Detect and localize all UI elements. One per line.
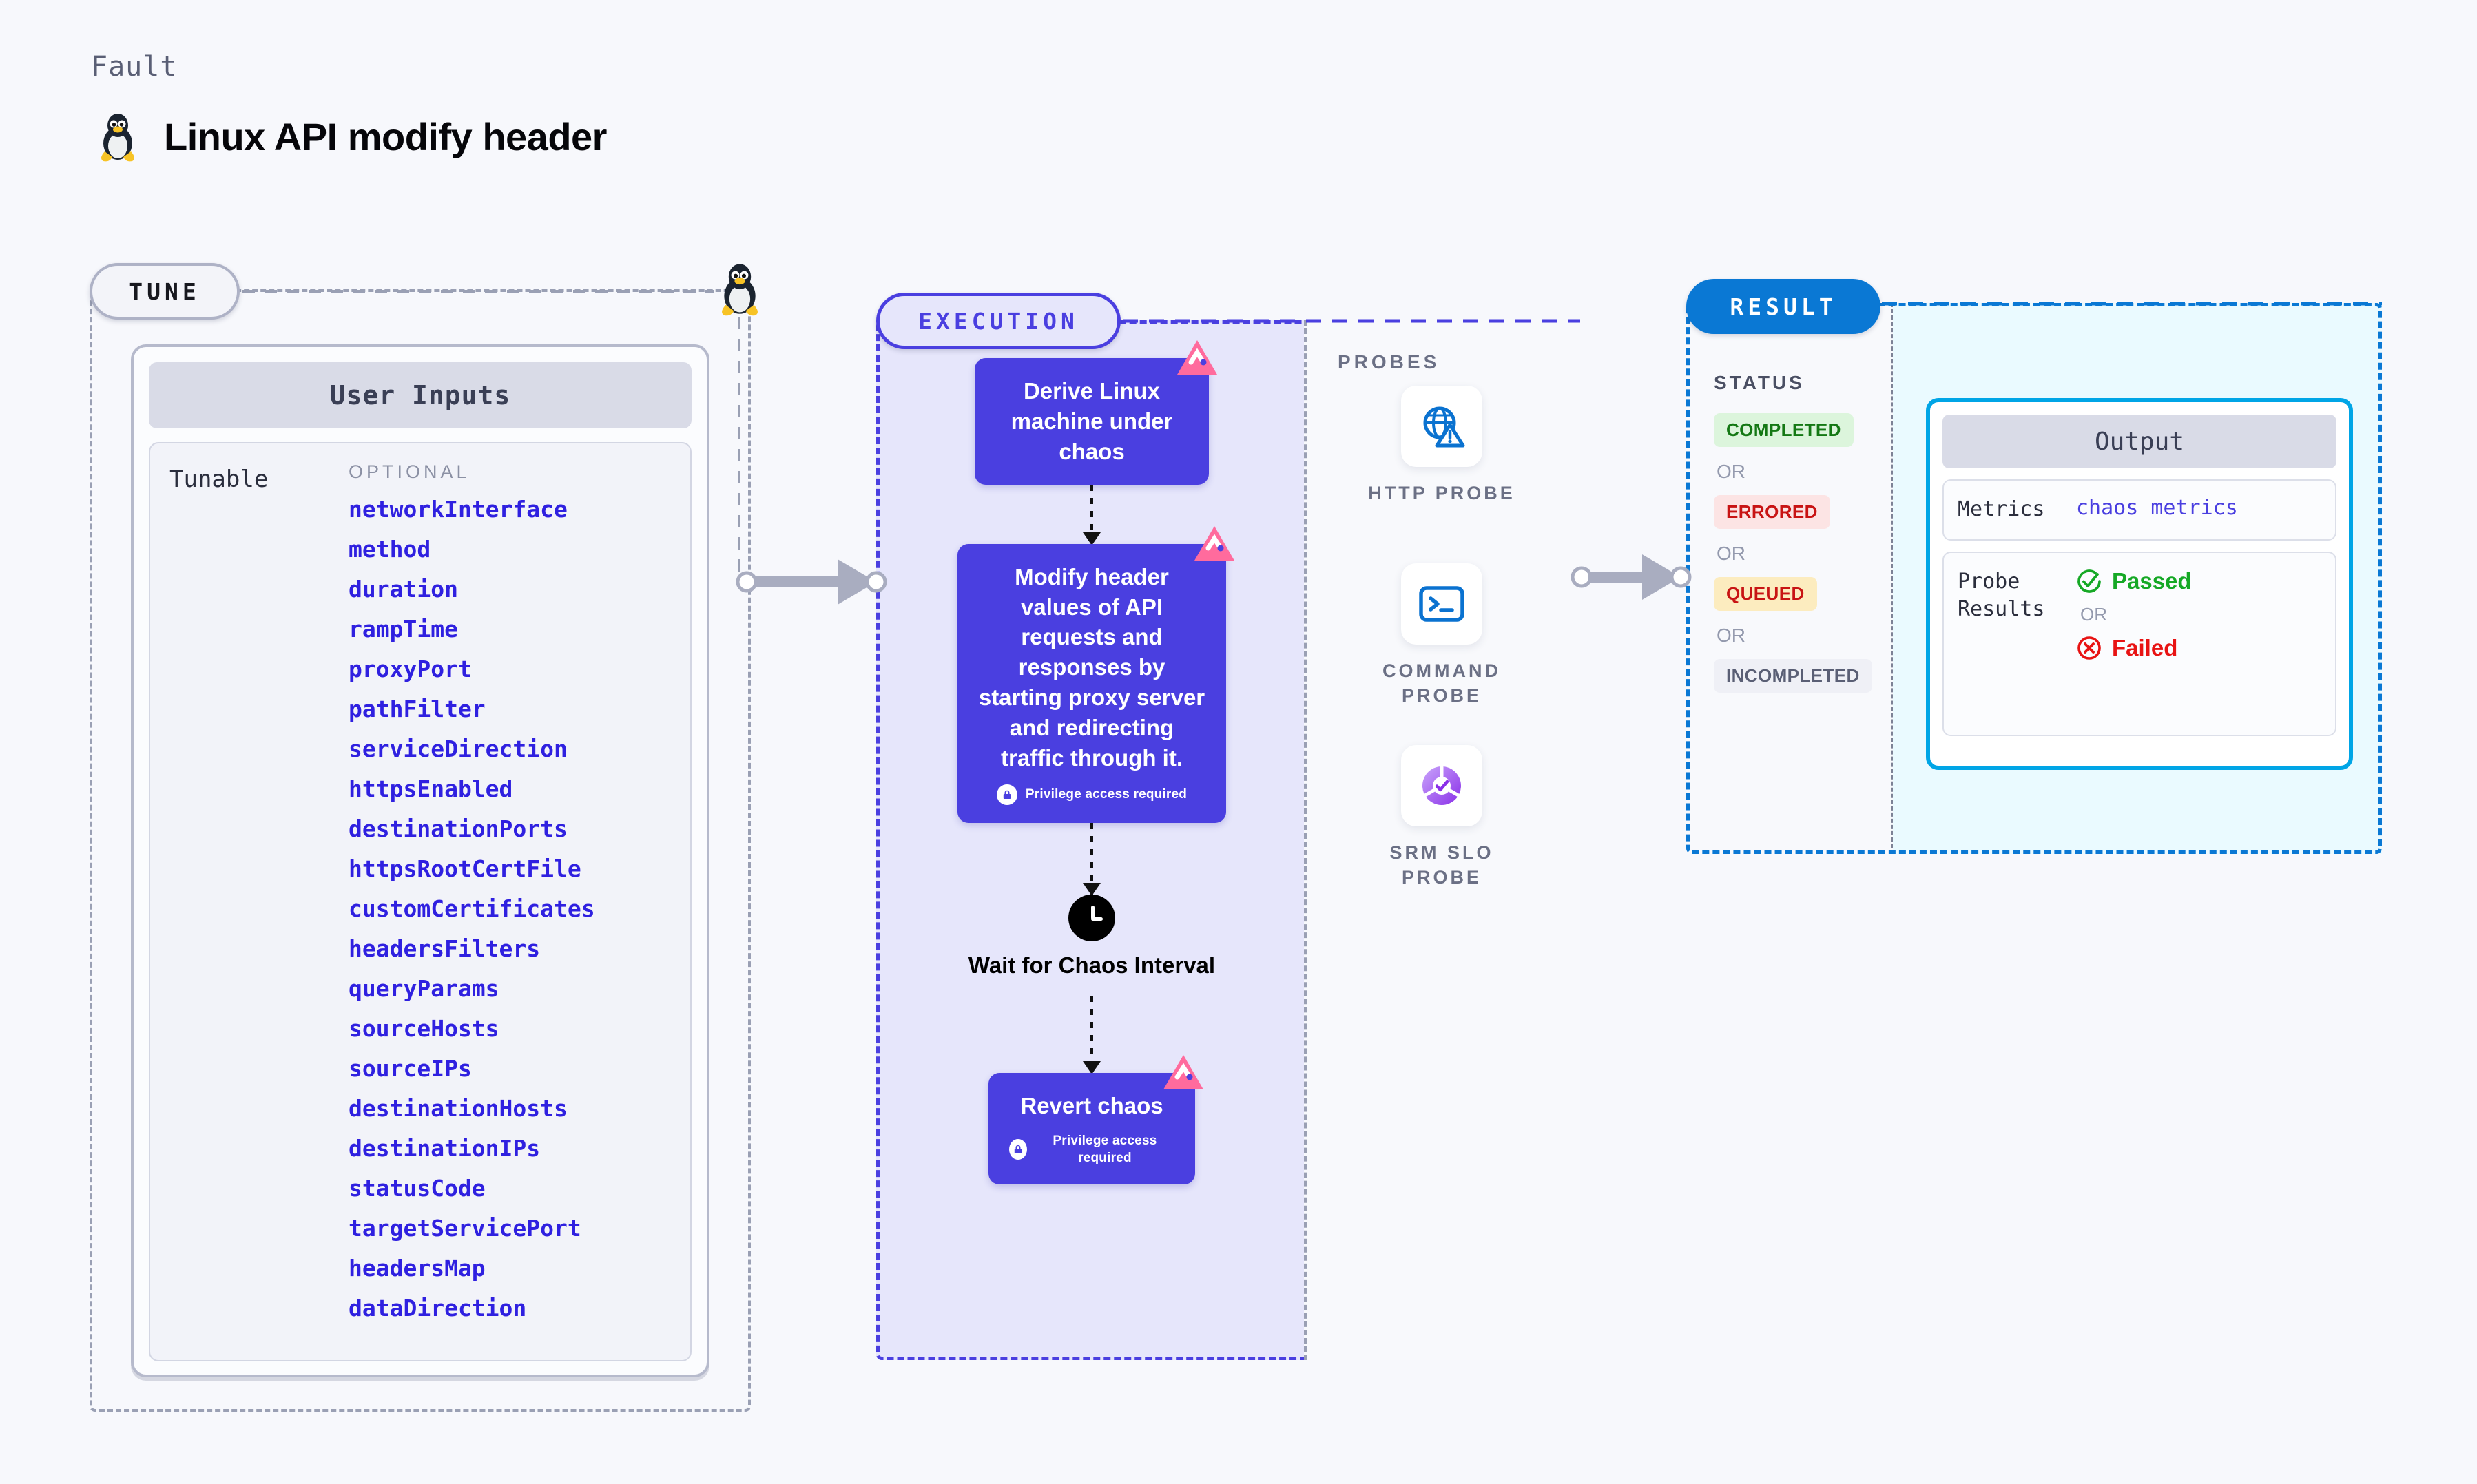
status-title: STATUS	[1714, 372, 1805, 393]
probe-command-label: COMMAND PROBE	[1382, 660, 1501, 707]
user-inputs-card: User Inputs Tunable OPTIONAL networkInte…	[131, 344, 709, 1377]
output-metrics-row: Metrics chaos metrics	[1942, 479, 2336, 541]
page-eyebrow: Fault	[91, 51, 178, 83]
tune-badge[interactable]: TUNE	[90, 263, 240, 320]
probe-tile	[1401, 563, 1482, 645]
tunable-item[interactable]: statusCode	[349, 1175, 486, 1202]
status-badge-incompleted: INCOMPLETED	[1714, 659, 1872, 693]
probes-region	[1304, 320, 1580, 1360]
tunable-item[interactable]: duration	[349, 576, 458, 603]
x-circle-icon	[2077, 636, 2101, 660]
lock-icon	[1009, 1138, 1027, 1160]
slo-donut-check-icon	[1422, 765, 1461, 805]
tunable-item[interactable]: headersFilters	[349, 935, 541, 962]
flow-node-derive[interactable]: Derive Linux machine under chaos	[975, 340, 1217, 485]
probe-http[interactable]: HTTP PROBE	[1352, 386, 1531, 505]
privilege-note: Privilege access required	[1009, 1132, 1174, 1167]
output-probe-results-values: Passed OR Failed	[2076, 568, 2192, 720]
output-metrics-value[interactable]: chaos metrics	[2076, 496, 2238, 520]
output-probe-results-row: Probe Results Passed OR Failed	[1942, 551, 2336, 736]
tunable-item[interactable]: rampTime	[349, 616, 458, 642]
status-badge-completed: COMPLETED	[1714, 413, 1854, 447]
probe-srm-slo-label: SRM SLO PROBE	[1389, 842, 1494, 888]
result-badge[interactable]: RESULT	[1686, 279, 1880, 334]
tunable-item[interactable]: destinationHosts	[349, 1095, 568, 1122]
execution-flow: Derive Linux machine under chaos Modify …	[889, 340, 1295, 1185]
chaos-badge-icon	[1163, 1054, 1203, 1089]
tunable-item[interactable]: method	[349, 536, 431, 563]
tunable-item[interactable]: headersMap	[349, 1255, 486, 1282]
flow-connector	[1090, 822, 1093, 895]
or-separator: OR	[1717, 625, 1745, 646]
chaos-badge-icon	[1177, 340, 1217, 375]
output-title: Output	[1942, 415, 2336, 468]
lock-icon	[996, 784, 1017, 805]
linux-penguin-connector-icon	[722, 264, 758, 316]
probe-result-passed-label: Passed	[2112, 567, 2192, 594]
tunable-item[interactable]: sourceIPs	[349, 1055, 472, 1082]
tunable-item[interactable]: queryParams	[349, 975, 499, 1002]
terminal-icon	[1419, 586, 1464, 622]
clock-icon	[1068, 894, 1115, 941]
output-card: Output Metrics chaos metrics Probe Resul…	[1926, 398, 2353, 770]
output-metrics-key: Metrics	[1958, 497, 2045, 521]
flow-node-wait-label: Wait for Chaos Interval	[968, 952, 1216, 978]
privilege-note-label: Privilege access required	[1053, 1133, 1157, 1165]
tunable-item[interactable]: httpsRootCertFile	[349, 855, 581, 882]
flow-node-wait: Wait for Chaos Interval	[889, 894, 1295, 981]
tunable-item[interactable]: dataDirection	[349, 1295, 527, 1321]
flow-node-modify[interactable]: Modify header values of API requests and…	[957, 525, 1234, 823]
tunable-section: Tunable OPTIONAL networkInterface method…	[149, 442, 692, 1361]
privilege-note: Privilege access required	[978, 784, 1205, 805]
tunable-item[interactable]: httpsEnabled	[349, 775, 513, 802]
flow-connector	[1090, 484, 1093, 544]
flow-node-revert-label: Revert chaos	[1020, 1092, 1163, 1118]
privilege-note-label: Privilege access required	[1025, 787, 1188, 802]
status-badge-queued: QUEUED	[1714, 577, 1817, 611]
tunable-item[interactable]: proxyPort	[349, 656, 472, 682]
or-separator: OR	[1717, 543, 1745, 564]
arrow-execution-to-result	[1571, 554, 1692, 600]
output-probe-results-key: Probe Results	[1958, 569, 2045, 622]
tunable-item[interactable]: destinationPorts	[349, 815, 568, 842]
page-title: Linux API modify header	[164, 114, 607, 158]
tunable-item[interactable]: destinationIPs	[349, 1135, 541, 1162]
flow-connector	[1090, 995, 1093, 1073]
probe-result-passed: Passed	[2076, 568, 2192, 594]
chaos-badge-icon	[1194, 525, 1234, 561]
probe-tile	[1401, 745, 1482, 826]
probe-tile	[1401, 386, 1482, 467]
optional-label: OPTIONAL	[349, 461, 470, 482]
execution-badge[interactable]: EXECUTION	[876, 293, 1121, 349]
tunable-item[interactable]: targetServicePort	[349, 1215, 581, 1242]
flow-node-modify-label: Modify header values of API requests and…	[978, 563, 1205, 771]
linux-penguin-icon	[101, 114, 135, 162]
tunable-item[interactable]: networkInterface	[349, 496, 568, 523]
probes-title: PROBES	[1338, 351, 1440, 373]
probe-command[interactable]: COMMAND PROBE	[1352, 563, 1531, 709]
flow-node-revert[interactable]: Revert chaos Privilege access required	[988, 1054, 1203, 1185]
tunable-item[interactable]: pathFilter	[349, 696, 486, 722]
probe-http-label: HTTP PROBE	[1368, 483, 1515, 503]
flow-node-derive-label: Derive Linux machine under chaos	[1011, 378, 1173, 464]
tunable-label: Tunable	[169, 466, 269, 493]
arrow-tune-to-execution	[736, 559, 887, 605]
tunable-item[interactable]: sourceHosts	[349, 1015, 499, 1042]
probe-result-failed: Failed	[2076, 635, 2192, 661]
tunable-item[interactable]: customCertificates	[349, 895, 595, 922]
page-title-row: Linux API modify header	[96, 110, 607, 163]
globe-warning-icon	[1423, 406, 1465, 448]
status-list: COMPLETED OR ERRORED OR QUEUED OR INCOMP…	[1714, 413, 1879, 693]
check-circle-icon	[2077, 569, 2101, 593]
user-inputs-title: User Inputs	[149, 362, 692, 428]
tunable-list: OPTIONAL networkInterface method duratio…	[349, 461, 671, 1337]
or-separator: OR	[1717, 461, 1745, 482]
or-separator: OR	[2080, 603, 2107, 625]
tunable-item[interactable]: serviceDirection	[349, 735, 568, 762]
status-badge-errored: ERRORED	[1714, 495, 1830, 529]
probe-result-failed-label: Failed	[2112, 634, 2178, 660]
probe-srm-slo[interactable]: SRM SLO PROBE	[1352, 745, 1531, 890]
